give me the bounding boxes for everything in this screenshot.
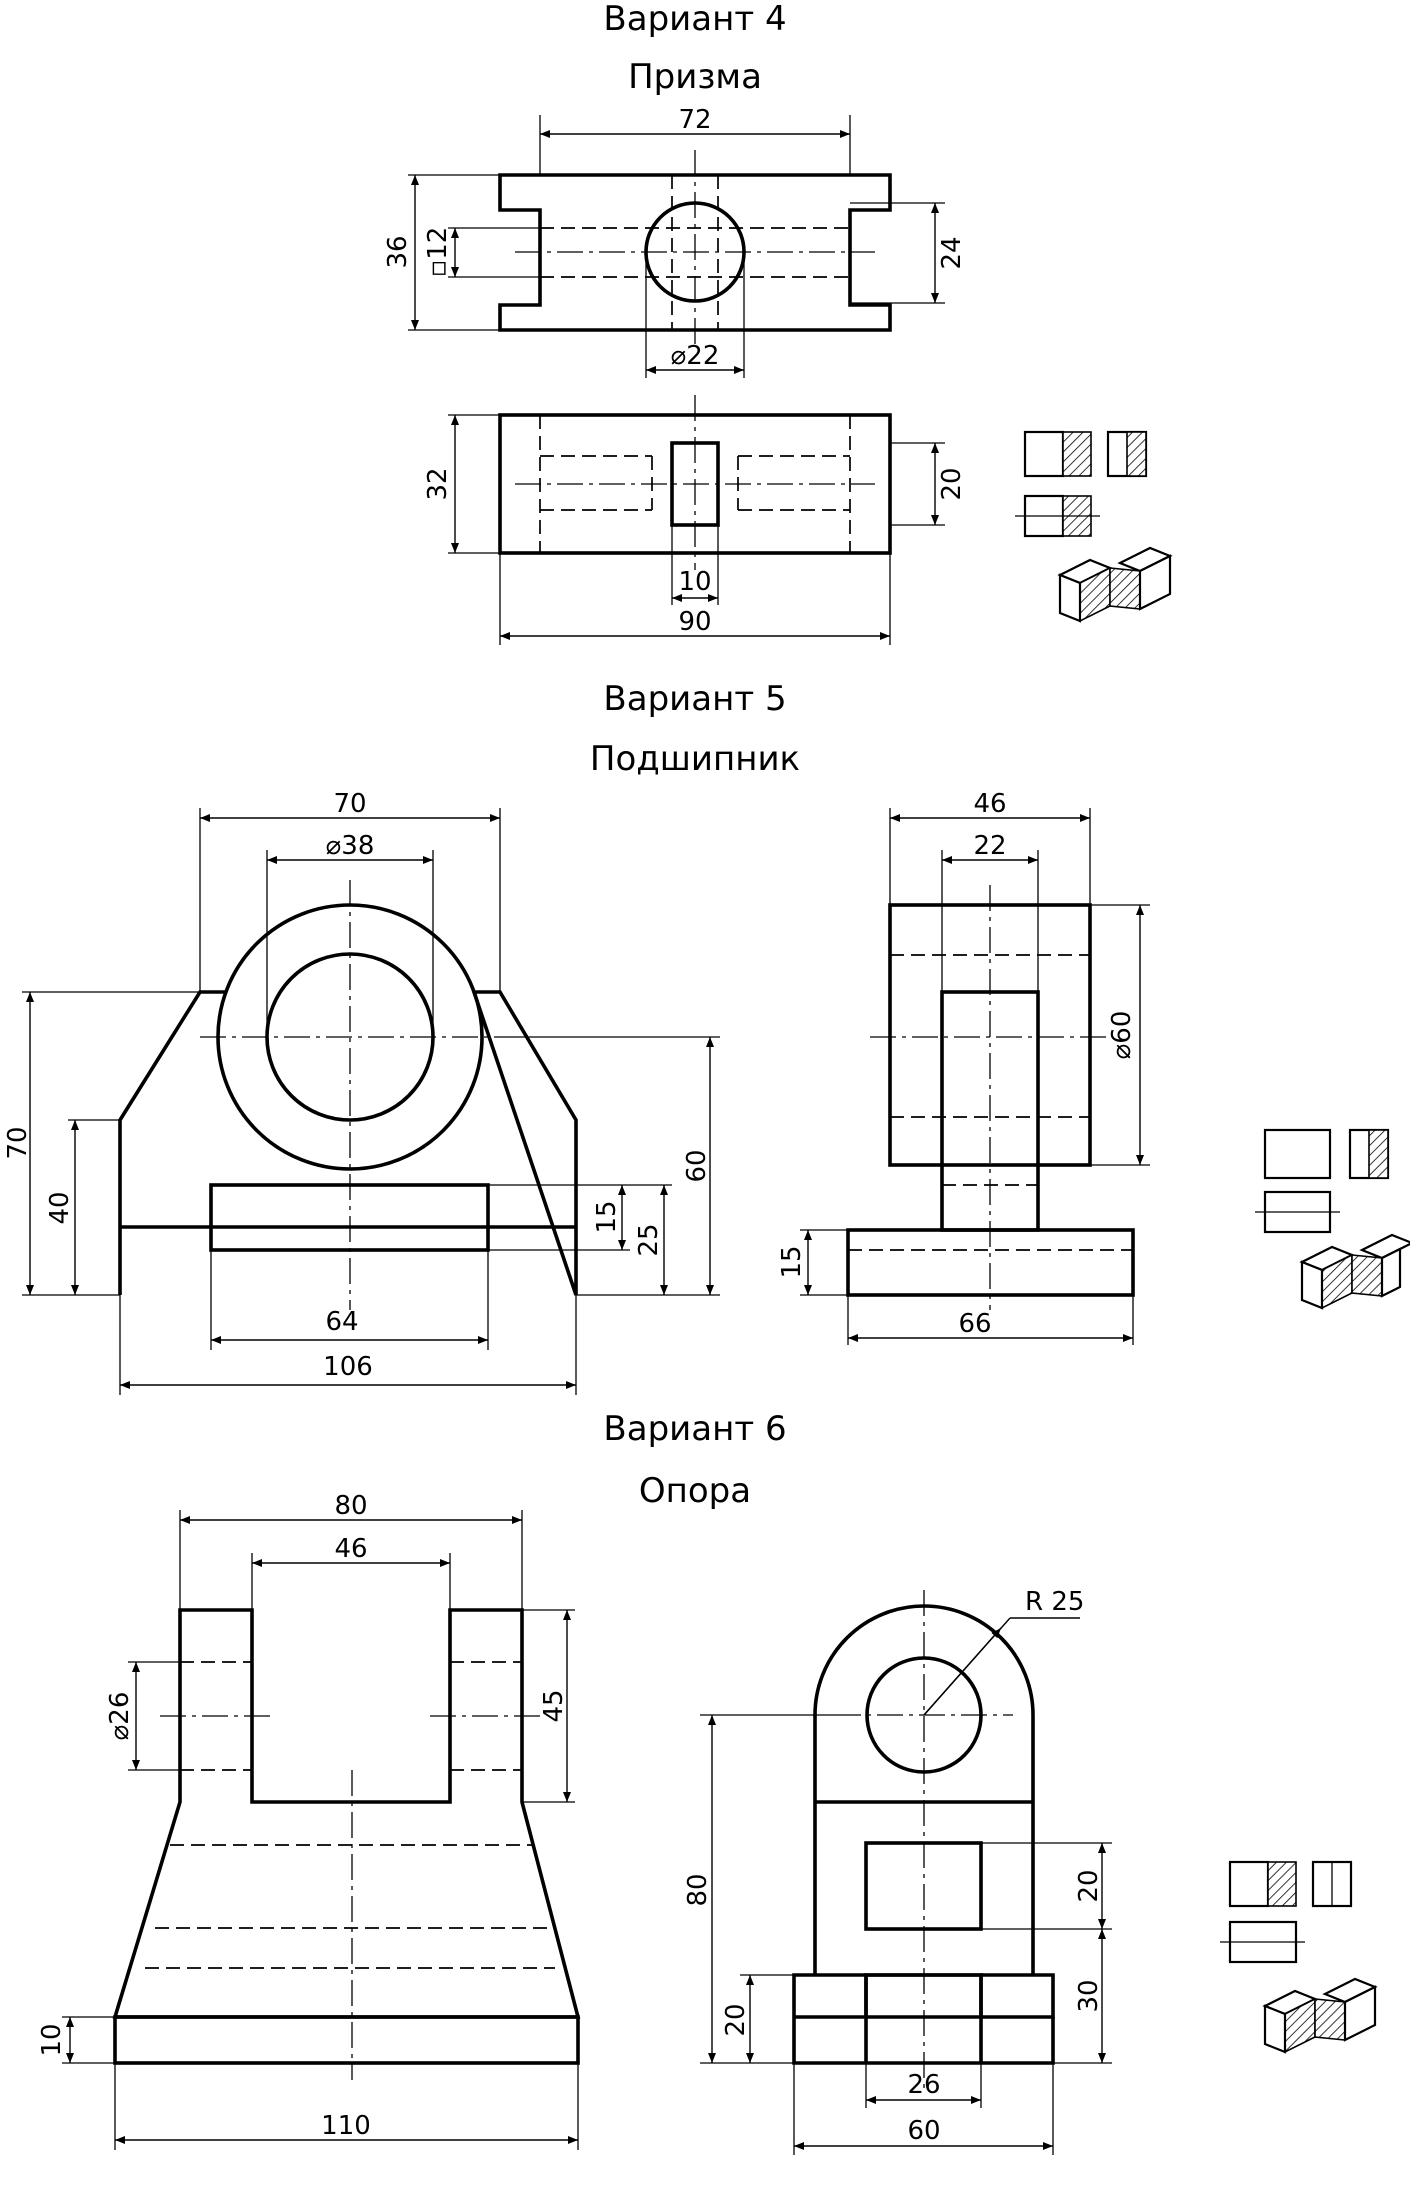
prism-isometric-icon xyxy=(1057,546,1173,623)
dim-70-width: 70 xyxy=(333,789,366,819)
dim-32: 32 xyxy=(423,467,453,500)
dim-36: 36 xyxy=(383,235,413,268)
dim-10: 10 xyxy=(678,567,711,597)
bearing-front-view xyxy=(118,880,578,1310)
support-side-dimensions: 80 20 20 30 26 60 xyxy=(683,1714,1112,2155)
dim-60: 60 xyxy=(682,1149,712,1182)
dim-80-width: 80 xyxy=(334,1491,367,1521)
bearing-isometric-icon xyxy=(1299,1233,1410,1310)
dim-30: 30 xyxy=(1074,1979,1104,2012)
prism-front-view xyxy=(498,395,892,570)
dim-66: 66 xyxy=(958,1309,991,1339)
dim-26-dia: ⌀26 xyxy=(105,1692,135,1741)
variant-6-name: Опора xyxy=(639,1471,751,1511)
variant-4: Вариант 4 Призма 72 36 ▫12 xyxy=(383,0,1173,645)
dim-20-base: 20 xyxy=(721,2003,751,2036)
dim-22-side: 22 xyxy=(973,831,1006,861)
dim-90: 90 xyxy=(678,607,711,637)
variant-5-name: Подшипник xyxy=(590,739,800,779)
dim-38-dia: ⌀38 xyxy=(326,831,375,861)
dim-20: 20 xyxy=(937,467,967,500)
variant-6: Вариант 6 Опора 80 46 xyxy=(37,1409,1378,2155)
support-front-view xyxy=(112,1608,581,2080)
dim-24: 24 xyxy=(937,236,967,269)
dim-12-square: ▫12 xyxy=(423,227,453,278)
support-side-view: R 25 xyxy=(792,1587,1084,2090)
dim-46: 46 xyxy=(334,1534,367,1564)
variant-4-name: Призма xyxy=(628,57,762,97)
dim-106: 106 xyxy=(323,1352,373,1382)
prism-top-dimensions: 72 36 ▫12 24 ⌀22 xyxy=(383,105,967,378)
dim-72: 72 xyxy=(678,105,711,135)
dim-46: 46 xyxy=(973,789,1006,819)
dim-r25: R 25 xyxy=(1025,1587,1084,1617)
support-isometric-icon xyxy=(1262,1977,1378,2054)
support-section-hint xyxy=(1220,1860,1353,1964)
support-front-dimensions: 80 46 ⌀26 45 10 110 xyxy=(37,1491,579,2150)
dim-64: 64 xyxy=(325,1307,358,1337)
bearing-front-dimensions: 70 ⌀38 70 40 60 15 25 64 xyxy=(3,789,720,1395)
prism-section-hint xyxy=(1015,430,1148,538)
dim-45: 45 xyxy=(539,1689,569,1722)
variant-6-heading: Вариант 6 xyxy=(603,1409,786,1449)
bearing-side-dimensions: 46 22 ⌀60 15 66 xyxy=(777,789,1150,1345)
dim-60-dia: ⌀60 xyxy=(1107,1011,1137,1060)
dim-80-height: 80 xyxy=(683,1873,713,1906)
dim-40: 40 xyxy=(45,1191,75,1224)
dim-110: 110 xyxy=(321,2111,371,2141)
variant-4-heading: Вариант 4 xyxy=(603,0,786,39)
variant-5: Вариант 5 Подшипник 70 ⌀38 70 xyxy=(3,679,1410,1395)
bearing-side-view xyxy=(846,885,1135,1310)
dim-10: 10 xyxy=(37,2023,67,2056)
bearing-section-hint xyxy=(1255,1128,1390,1234)
dim-60: 60 xyxy=(907,2116,940,2146)
dim-22-dia: ⌀22 xyxy=(671,341,720,371)
dim-15-front: 15 xyxy=(592,1200,622,1233)
dim-20-window: 20 xyxy=(1074,1869,1104,1902)
prism-front-dimensions: 32 20 10 90 xyxy=(423,414,967,645)
prism-top-view xyxy=(498,150,892,350)
dim-25: 25 xyxy=(634,1223,664,1256)
variant-5-heading: Вариант 5 xyxy=(603,679,786,719)
dim-26: 26 xyxy=(907,2070,940,2100)
dim-15-side: 15 xyxy=(777,1245,807,1278)
dim-70-height: 70 xyxy=(3,1126,33,1159)
